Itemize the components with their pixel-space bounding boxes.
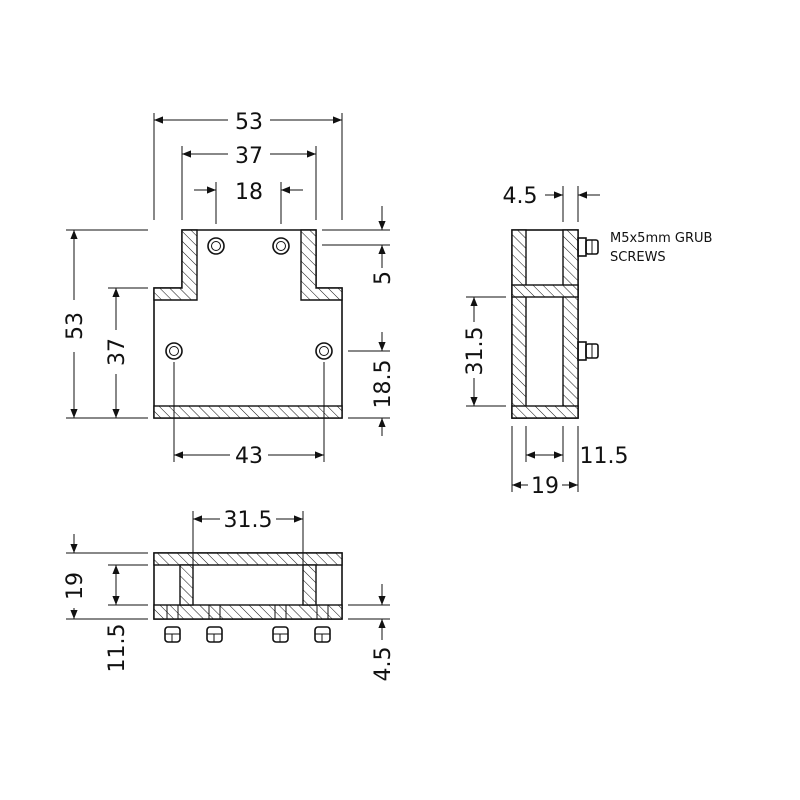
grub-screw-4: [314, 626, 331, 643]
dim-label: 5: [371, 271, 396, 285]
dim-label: 37: [105, 338, 130, 366]
bottom-view: 31.5 19 11.5 4.5: [63, 508, 396, 682]
dim-body-height: 37: [105, 287, 148, 418]
front-right-wall-section: [300, 229, 343, 301]
screw-hole-right: [315, 342, 333, 360]
screw-slot: [316, 604, 329, 620]
side-bottom-wall: [511, 405, 579, 419]
dim-label: 37: [235, 144, 263, 169]
dim-bottom-inner-width: 31.5: [192, 508, 304, 565]
dim-label: 11.5: [580, 444, 629, 469]
side-left-wall: [511, 229, 527, 419]
bottom-top-wall: [153, 552, 343, 566]
front-view: 53 37 18 53: [63, 110, 396, 469]
side-right-wall: [562, 229, 579, 419]
grub-screw-2: [206, 626, 223, 643]
dim-label: 31.5: [463, 327, 488, 376]
grub-screw-upper: [577, 237, 599, 257]
dim-overall-width: 53: [153, 110, 343, 220]
dim-bottom-overall-height: 19: [63, 534, 148, 620]
dim-bottom-wall-thickness: 4.5: [348, 584, 396, 682]
dim-label: 19: [63, 572, 88, 600]
dim-wall-thickness: 5: [322, 206, 396, 285]
dim-side-depth: 19: [511, 426, 579, 499]
dim-bottom-inner-height: 11.5: [105, 564, 148, 673]
grub-screw-note-line2: SCREWS: [610, 250, 666, 265]
dim-label: 31.5: [224, 508, 273, 533]
grub-screw-lower: [577, 341, 599, 361]
dim-side-inner-depth: 11.5: [525, 426, 629, 469]
dim-label: 18.5: [371, 360, 396, 409]
dim-label: 53: [235, 110, 263, 135]
dim-hole-spacing: 18: [194, 180, 303, 224]
screw-slot: [274, 604, 287, 620]
dim-top-width: 37: [181, 144, 317, 220]
screw-slot: [208, 604, 221, 620]
dim-label: 53: [63, 312, 88, 340]
dim-side-inner-height: 31.5: [463, 296, 506, 407]
front-left-wall-section: [153, 229, 198, 301]
bottom-bottom-wall: [153, 604, 343, 620]
side-middle-wall: [511, 284, 579, 298]
dim-label: 11.5: [105, 624, 130, 673]
bottom-right-inner-wall: [302, 564, 317, 606]
dim-bottom-hole-spacing: 43: [173, 362, 325, 469]
grub-screw-1: [164, 626, 181, 643]
screw-hole-top-left: [207, 237, 225, 255]
grub-screw-3: [272, 626, 289, 643]
side-view: M5x5mm GRUB SCREWS 4.5 31.5 11.5: [463, 184, 712, 499]
dim-label: 43: [235, 444, 263, 469]
dim-hole-height: 18.5: [348, 332, 396, 436]
screw-hole-top-right: [272, 237, 290, 255]
grub-screw-note-line1: M5x5mm GRUB: [610, 231, 712, 246]
dim-label: 4.5: [371, 647, 396, 682]
screw-hole-left: [165, 342, 183, 360]
dim-label: 18: [235, 180, 263, 205]
bottom-left-inner-wall: [179, 564, 194, 606]
dim-side-wall-thickness: 4.5: [503, 184, 600, 222]
dim-overall-height: 53: [63, 229, 148, 419]
dim-label: 19: [531, 474, 559, 499]
screw-slot: [166, 604, 179, 620]
dim-label: 4.5: [503, 184, 538, 209]
front-bottom-wall-section: [153, 405, 343, 419]
